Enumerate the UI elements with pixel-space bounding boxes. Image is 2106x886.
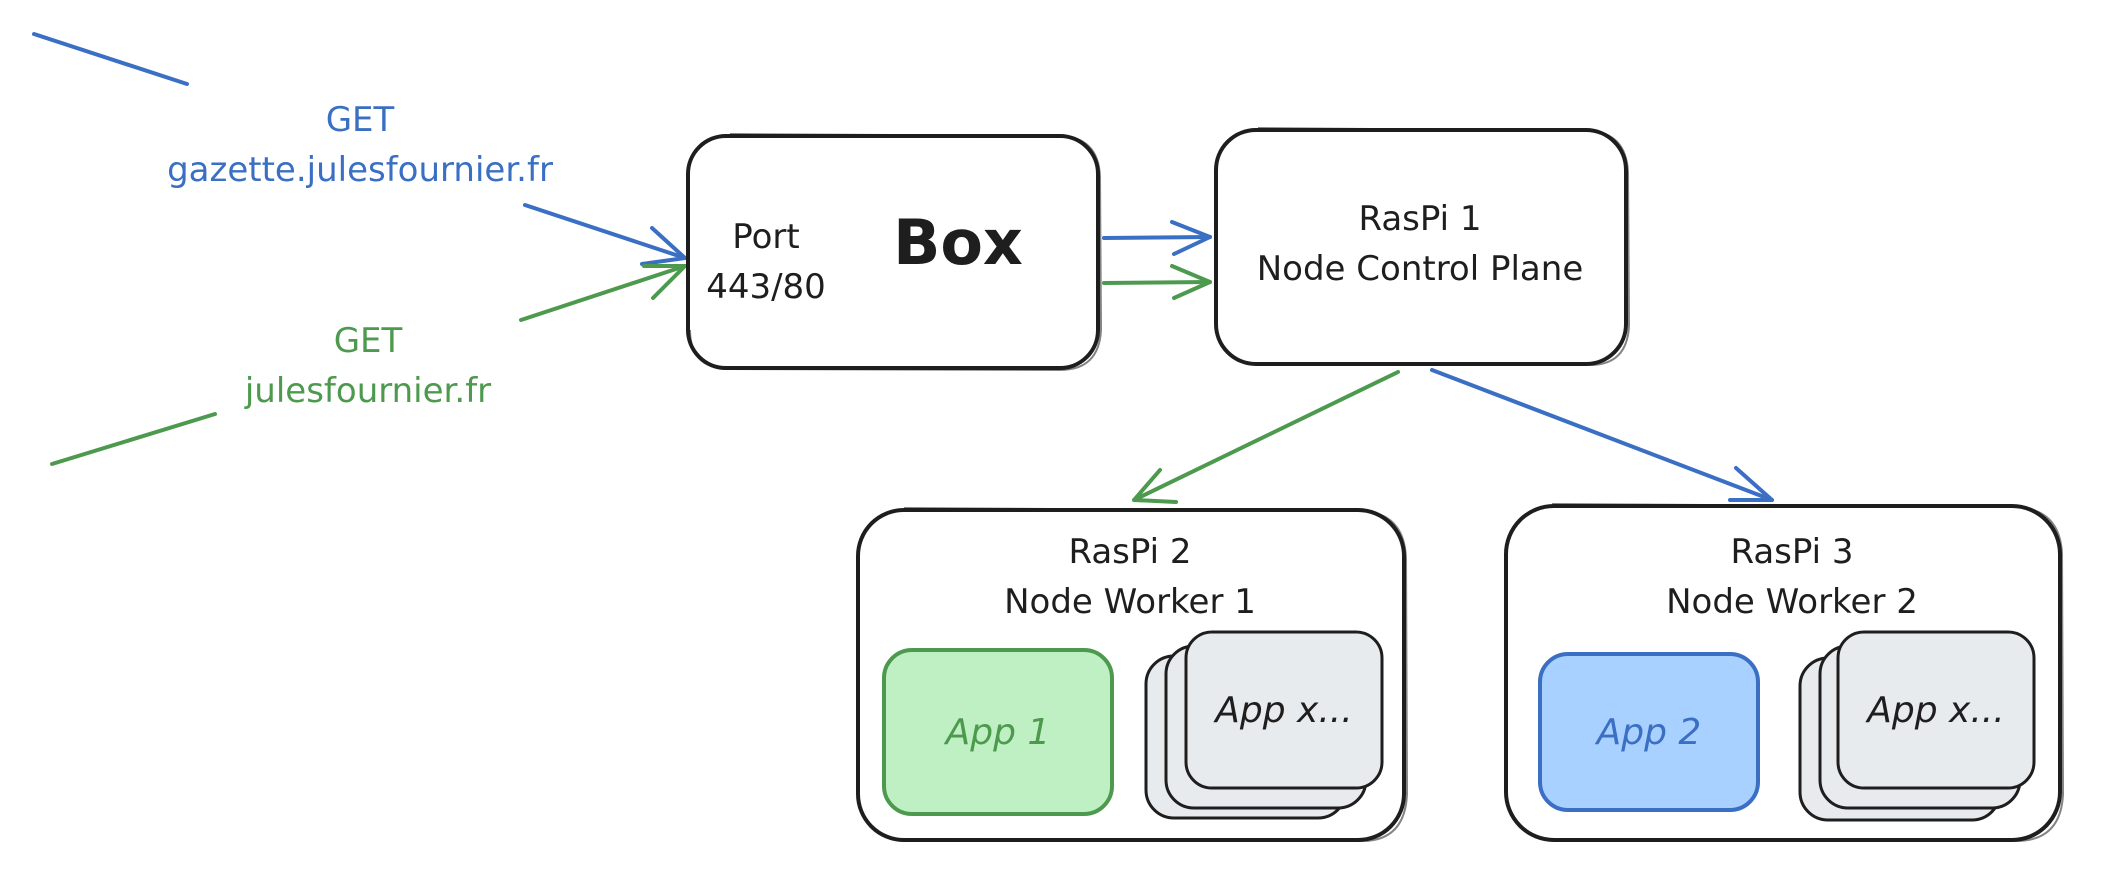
- green-request-arrow: [50, 264, 687, 466]
- appx-label: App x...: [1865, 690, 2004, 731]
- app2-fill: [1538, 652, 1760, 812]
- raspi3-frame-sketch: [1549, 503, 2065, 843]
- blue-request-arrow: [32, 32, 687, 266]
- raspi1-frame: [1214, 128, 1628, 366]
- blue-request-method: GET: [326, 100, 395, 140]
- box-to-raspi1-blue-arrow: [1102, 220, 1212, 256]
- green-request-line-lower: [50, 412, 217, 466]
- raspi2-role: Node Worker 1: [1004, 582, 1256, 622]
- appx-label: App x...: [1213, 690, 1352, 731]
- app1-label: App 1: [944, 712, 1051, 753]
- raspi1-to-raspi2-green-arrow: [1132, 370, 1400, 504]
- raspi2-frame-sketch: [901, 507, 1409, 843]
- green-request-host: julesfournier.fr: [244, 371, 491, 411]
- box-to-raspi1-green-arrow: [1102, 264, 1212, 300]
- box-frame: [686, 134, 1100, 370]
- raspi3-node: RasPi 3 Node Worker 2 App 2 App x...: [1504, 503, 2065, 843]
- appx-stack-front: [1184, 630, 1384, 790]
- raspi2-node: RasPi 2 Node Worker 1 App 1 App x...: [856, 507, 1409, 843]
- raspi2-appx-stack: App x...: [1144, 630, 1384, 820]
- blue-request-line-lower: [523, 203, 687, 260]
- box-port-number: 443/80: [706, 267, 826, 307]
- raspi1-frame-sketch: [1255, 127, 1631, 367]
- blue-request-host: gazette.julesfournier.fr: [167, 150, 553, 190]
- green-request-line-upper: [519, 264, 687, 322]
- box-frame-sketch: [689, 133, 1103, 372]
- green-request-method: GET: [334, 321, 403, 361]
- raspi3-appx-stack: App x...: [1798, 630, 2036, 822]
- box-node: Port 443/80 Box: [686, 133, 1103, 372]
- raspi1-role: Node Control Plane: [1257, 249, 1584, 289]
- appx-stack-front: [1836, 630, 2036, 790]
- raspi3-role: Node Worker 2: [1666, 582, 1918, 622]
- raspi1-node: RasPi 1 Node Control Plane: [1214, 127, 1631, 367]
- box-title: Box: [893, 206, 1023, 279]
- raspi3-title: RasPi 3: [1730, 532, 1853, 572]
- blue-request-line-upper: [32, 32, 189, 86]
- raspi1-title: RasPi 1: [1358, 199, 1481, 239]
- app2-label: App 2: [1595, 712, 1702, 753]
- blue-request-arrowhead: [640, 226, 687, 266]
- raspi3-app2-card: App 2: [1538, 652, 1760, 812]
- box-port-label: Port: [732, 217, 799, 257]
- raspi1-to-raspi3-blue-arrow: [1430, 368, 1774, 502]
- raspi2-app1-card: App 1: [882, 648, 1114, 816]
- green-request-arrowhead: [642, 264, 687, 300]
- app1-fill: [882, 648, 1114, 816]
- raspi2-title: RasPi 2: [1068, 532, 1191, 572]
